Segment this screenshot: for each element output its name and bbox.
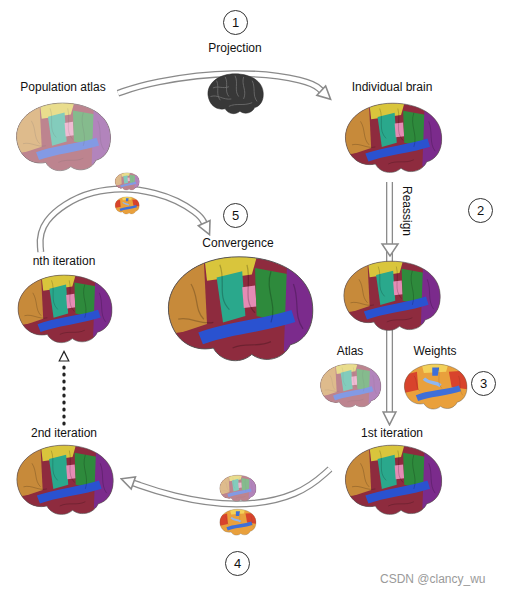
anatomical-brain: [208, 74, 263, 114]
dotted-arrow-line: [62, 361, 65, 424]
step-number-circle: 1: [223, 10, 248, 35]
arrow-body: [387, 182, 391, 412]
atlas-brain-small: [114, 172, 141, 192]
atlas-brain: [317, 362, 384, 412]
individual-brain: [339, 100, 446, 180]
panel-label: Individual brain: [330, 78, 454, 94]
watermark: CSDN @clancy_wu: [380, 572, 486, 586]
process-arrow: [389, 182, 390, 412]
callout-number: 4: [234, 557, 241, 570]
panel-label: Weights: [396, 342, 474, 358]
brain-panel: nth iteration: [6, 252, 122, 352]
process-arrow: [133, 469, 330, 504]
panel-label: nth iteration: [6, 252, 122, 268]
arrow-outline: [118, 74, 321, 94]
edge-label: Reassign: [400, 186, 414, 236]
panel-label: Population atlas: [8, 78, 118, 94]
arrow-body: [40, 189, 204, 252]
step-number-circle: 4: [225, 551, 250, 576]
panel-label: Convergence: [142, 234, 334, 250]
edge-label: Projection: [208, 41, 261, 55]
panel-label: 2nd iteration: [6, 424, 122, 440]
callout-number: 1: [232, 16, 239, 29]
weights-brain-small: [218, 508, 258, 538]
arrow-outline: [133, 469, 330, 504]
step-number-circle: 5: [223, 203, 248, 228]
iteration-brain: [12, 272, 116, 350]
callout-number: 3: [480, 377, 487, 390]
panel-label: 1st iteration: [330, 424, 454, 440]
arrow-outline: [386, 182, 393, 412]
arrow-outline: [40, 189, 204, 252]
process-arrow: [40, 189, 204, 252]
iteration-brain: [11, 442, 118, 522]
process-arrow: [118, 74, 321, 94]
atlas-brain-small: [218, 474, 258, 504]
reassigned-brain: [338, 258, 445, 338]
converged-brain: [159, 252, 319, 372]
population-atlas-brain: [11, 100, 115, 178]
step-number-circle: 3: [471, 371, 496, 396]
step-number-circle: 2: [468, 198, 493, 223]
brain-panel: Population atlas: [8, 78, 118, 180]
arrow-body: [133, 469, 330, 504]
callout-number: 5: [232, 209, 239, 222]
iteration-brain: [339, 442, 446, 522]
brain-panel: 2nd iteration: [6, 424, 122, 524]
brain-panel: Individual brain: [330, 78, 454, 182]
brain-panel: Atlas: [312, 342, 388, 414]
callout-number: 2: [477, 204, 484, 217]
brain-panel: Weights: [396, 342, 474, 416]
arrow-body: [118, 74, 321, 94]
panel-label: Atlas: [312, 342, 388, 358]
brain-panel: Convergence: [142, 234, 334, 374]
weights-brain: [400, 362, 469, 414]
process-arrow: [64, 361, 65, 424]
weights-brain-small: [114, 196, 141, 216]
brain-panel: 1st iteration: [330, 424, 454, 524]
arrow-head: [382, 244, 398, 256]
